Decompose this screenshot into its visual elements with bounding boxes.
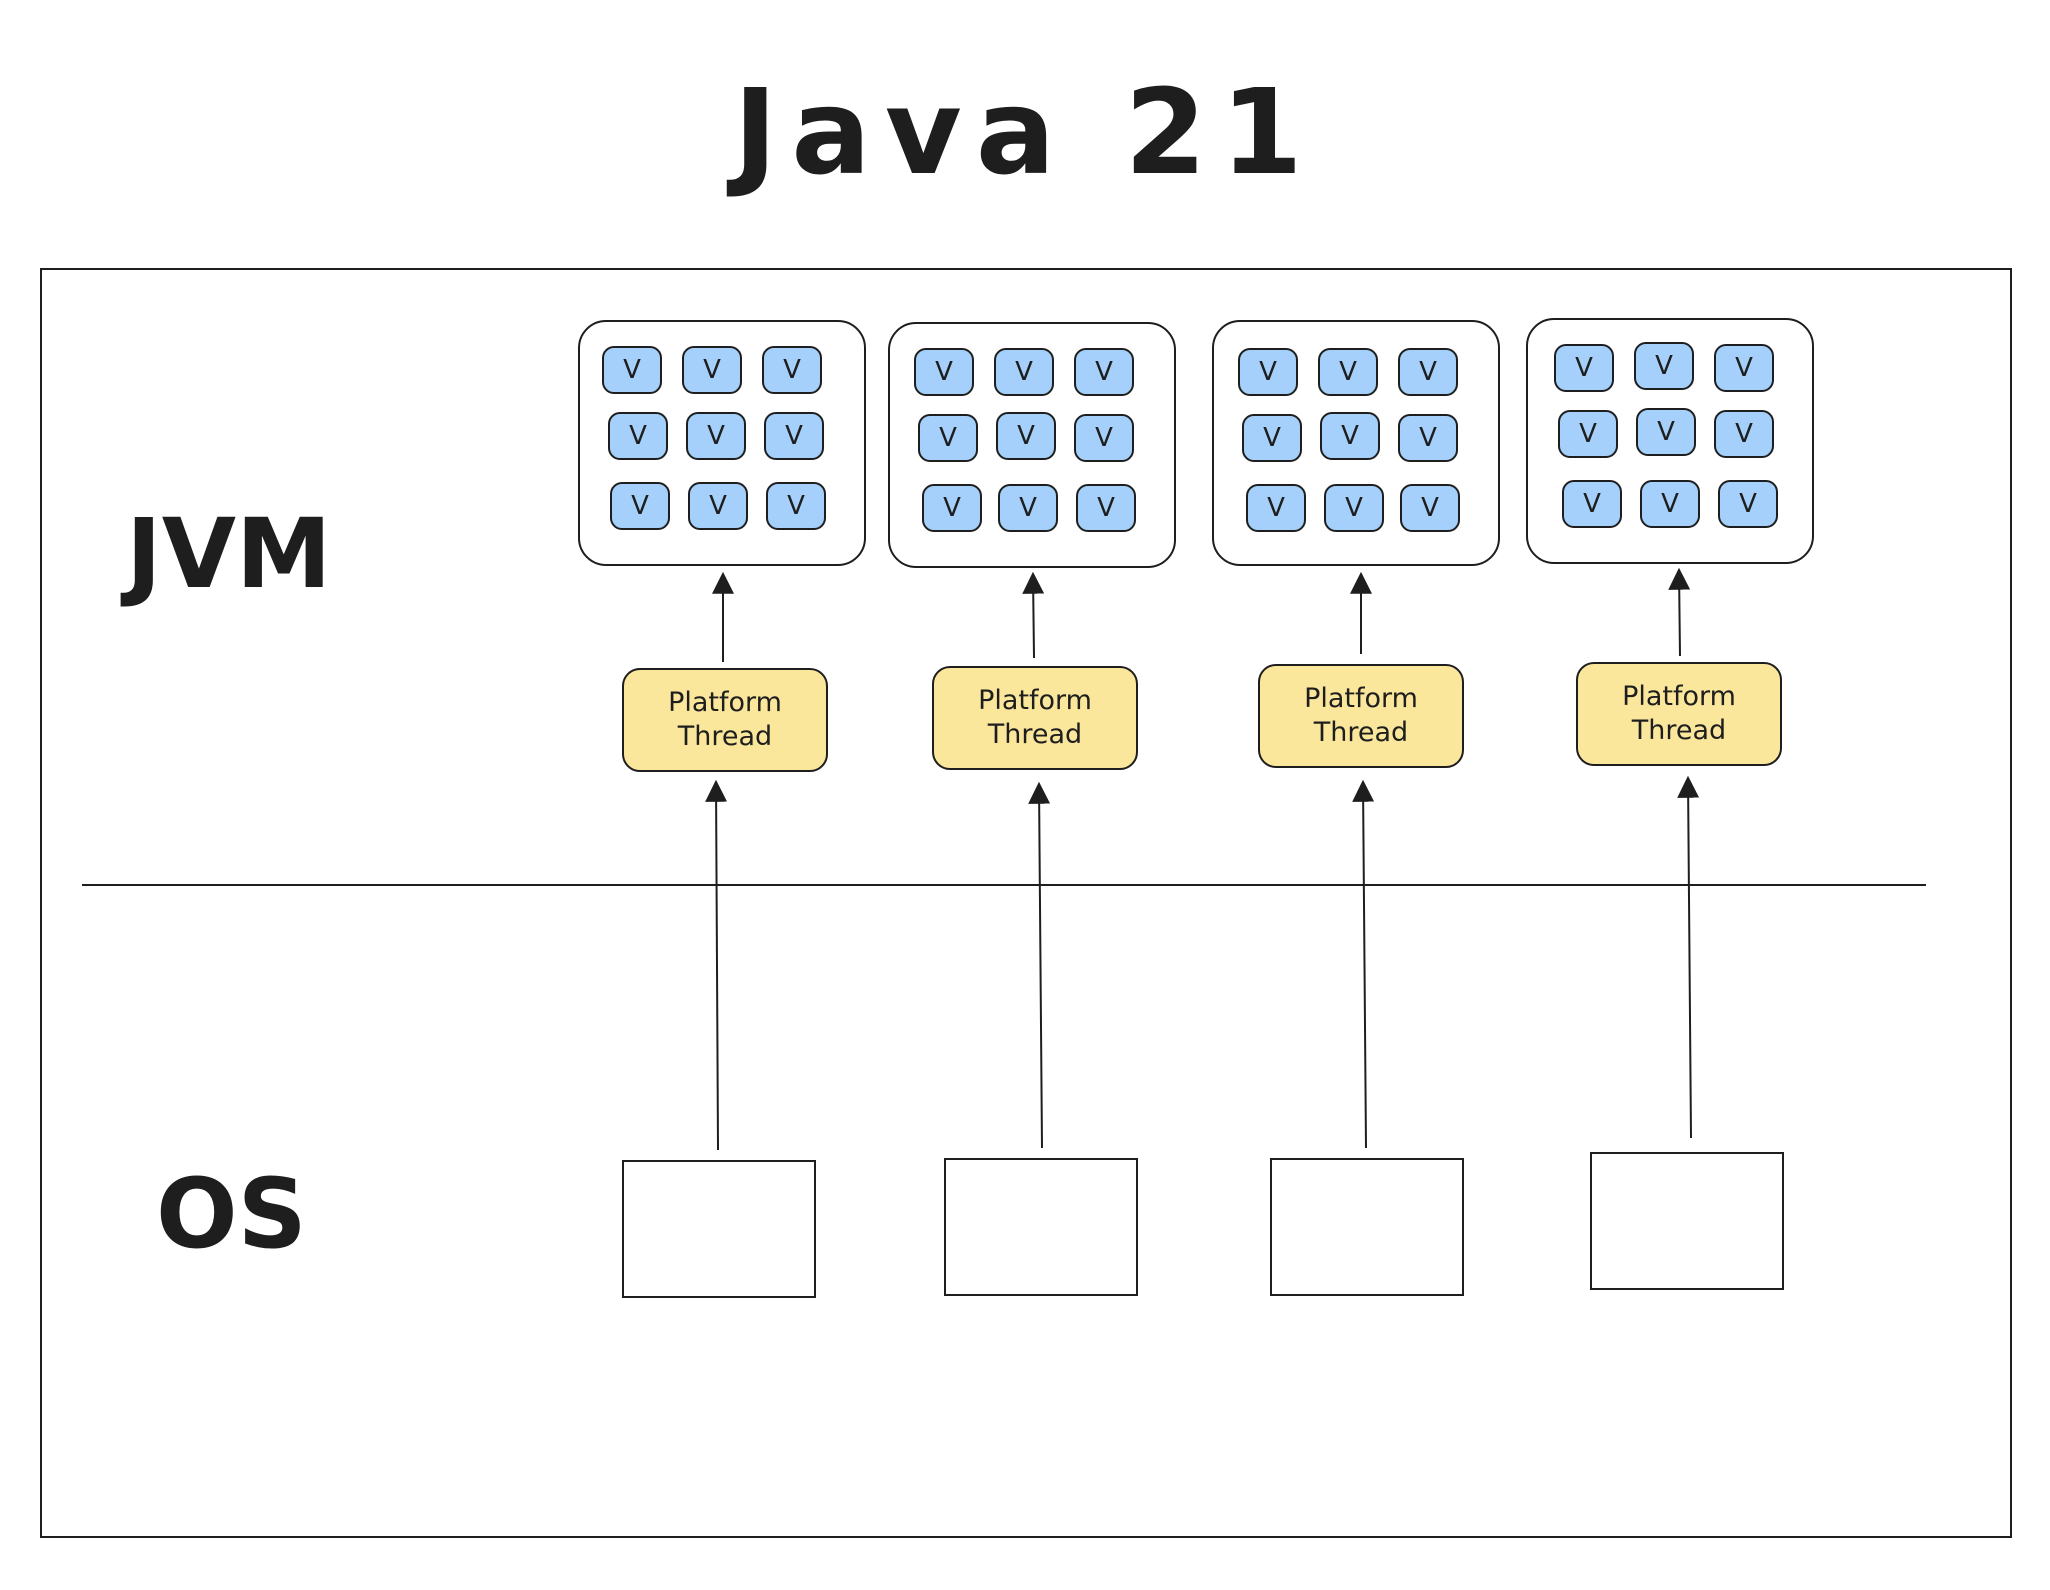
os-to-platform-arrow-3 (1352, 779, 1375, 1149)
virtual-thread: V (1562, 480, 1622, 528)
virtual-thread: V (1558, 410, 1618, 458)
virtual-thread: V (994, 348, 1054, 396)
platform-thread-label-line1: Platform (978, 685, 1092, 716)
virtual-thread: V (1076, 484, 1136, 532)
virtual-thread: V (1636, 408, 1696, 456)
virtual-thread: V (688, 482, 748, 530)
virtual-thread: V (1074, 348, 1134, 396)
virtual-thread-group: V V V V V V V V V (1526, 318, 1814, 564)
virtual-thread-group: V V V V V V V V V (888, 322, 1176, 568)
virtual-thread: V (1714, 344, 1774, 392)
platform-thread-label-line1: Platform (1304, 683, 1418, 714)
os-to-platform-arrow-4 (1677, 775, 1700, 1139)
os-layer-label: OS (156, 1158, 307, 1270)
virtual-thread: V (998, 484, 1058, 532)
platform-thread-label-line2: Thread (1631, 715, 1727, 746)
virtual-thread: V (1238, 348, 1298, 396)
virtual-thread: V (922, 484, 982, 532)
platform-to-vgroup-arrow-4 (1668, 567, 1691, 657)
platform-thread-label-line2: Thread (1313, 717, 1409, 748)
platform-to-vgroup-arrow-2 (1022, 571, 1045, 659)
virtual-thread: V (610, 482, 670, 530)
os-thread-box (1590, 1152, 1784, 1290)
virtual-thread: V (1718, 480, 1778, 528)
platform-thread-label-line1: Platform (1622, 681, 1736, 712)
os-to-platform-arrow-1 (705, 779, 728, 1151)
os-thread-box (944, 1158, 1138, 1296)
jvm-layer-label: JVM (126, 498, 332, 610)
virtual-thread: V (1400, 484, 1460, 532)
diagram-title: Java 21 (733, 63, 1317, 201)
virtual-thread: V (766, 482, 826, 530)
platform-thread: Platform Thread (1258, 664, 1464, 768)
virtual-thread: V (608, 412, 668, 460)
platform-thread: Platform Thread (622, 668, 828, 772)
virtual-thread: V (914, 348, 974, 396)
virtual-thread: V (1324, 484, 1384, 532)
virtual-thread: V (682, 346, 742, 394)
virtual-thread: V (1640, 480, 1700, 528)
virtual-thread: V (918, 414, 978, 462)
virtual-thread: V (1074, 414, 1134, 462)
virtual-thread: V (686, 412, 746, 460)
virtual-thread: V (1320, 412, 1380, 460)
diagram-frame (40, 268, 2012, 1538)
platform-thread: Platform Thread (932, 666, 1138, 770)
virtual-thread: V (1398, 414, 1458, 462)
virtual-thread: V (1242, 414, 1302, 462)
virtual-thread: V (1246, 484, 1306, 532)
virtual-thread: V (996, 412, 1056, 460)
virtual-thread: V (764, 412, 824, 460)
virtual-thread-group: V V V V V V V V V (1212, 320, 1500, 566)
os-thread-box (622, 1160, 816, 1298)
virtual-thread: V (1554, 344, 1614, 392)
platform-thread-label-line2: Thread (987, 719, 1083, 750)
virtual-thread: V (1398, 348, 1458, 396)
virtual-thread: V (602, 346, 662, 394)
virtual-thread: V (762, 346, 822, 394)
virtual-thread: V (1714, 410, 1774, 458)
jvm-os-divider (82, 884, 1926, 886)
os-thread-box (1270, 1158, 1464, 1296)
platform-thread-label-line1: Platform (668, 687, 782, 718)
virtual-thread: V (1634, 342, 1694, 390)
virtual-thread-group: V V V V V V V V V (578, 320, 866, 566)
platform-thread: Platform Thread (1576, 662, 1782, 766)
virtual-thread: V (1318, 348, 1378, 396)
platform-thread-label-line2: Thread (677, 721, 773, 752)
os-to-platform-arrow-2 (1028, 781, 1051, 1149)
